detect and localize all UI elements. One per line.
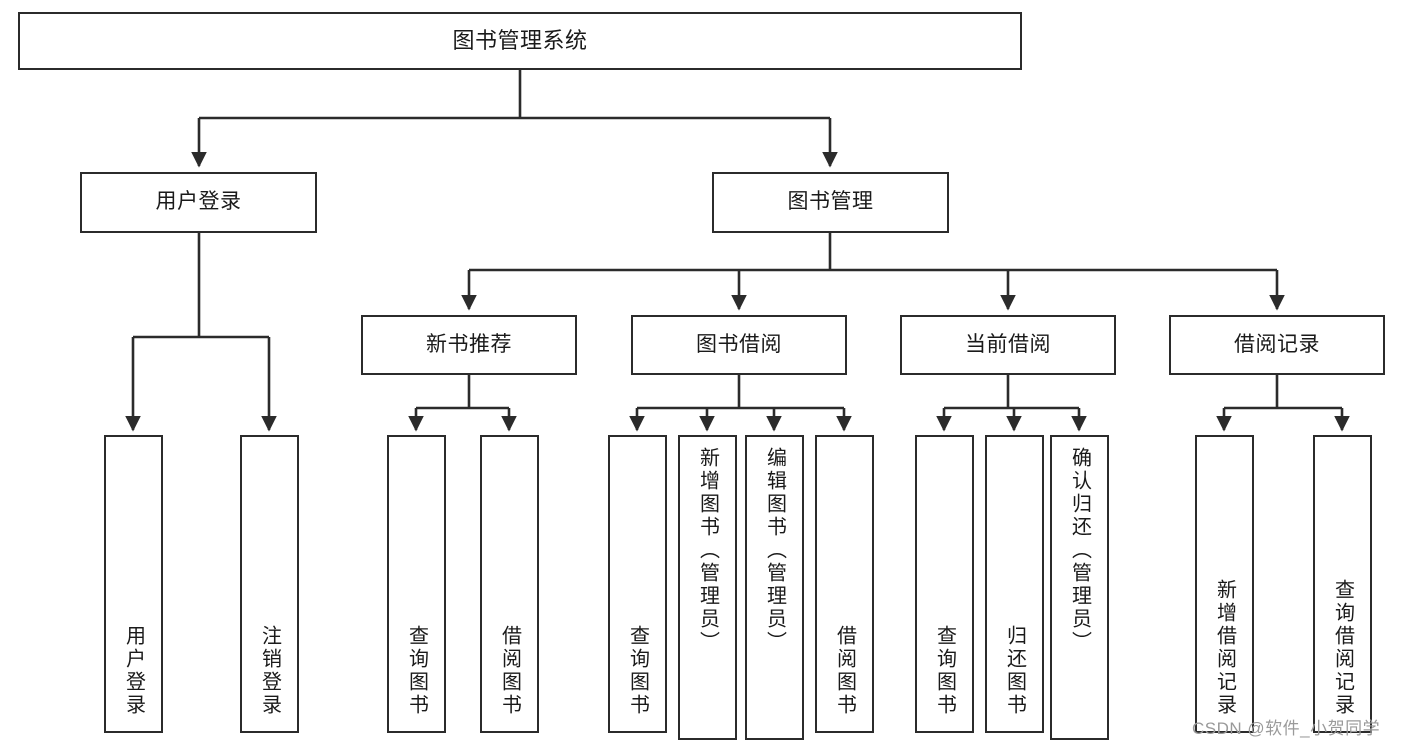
node-leaf-add-book-label: 新增图书（管理员）: [696, 447, 719, 654]
node-current-borrow-label: 当前借阅: [965, 332, 1051, 356]
node-leaf-edit-book[interactable]: 编辑图书（管理员）: [745, 435, 804, 740]
node-book-manage-label: 图书管理: [787, 190, 874, 214]
node-leaf-confirm-return[interactable]: 确认归还（管理员）: [1050, 435, 1109, 740]
node-leaf-query-book-3[interactable]: 查询图书: [915, 435, 974, 733]
node-leaf-query-book-2-label: 查询图书: [626, 625, 649, 717]
node-leaf-add-record[interactable]: 新增借阅记录: [1195, 435, 1254, 733]
node-leaf-edit-book-label: 编辑图书（管理员）: [763, 447, 786, 654]
node-leaf-user-login-label: 用户登录: [122, 625, 145, 717]
node-book-borrow-label: 图书借阅: [696, 332, 782, 356]
node-root[interactable]: 图书管理系统: [18, 12, 1022, 70]
node-user-login-label: 用户登录: [155, 190, 242, 214]
node-new-book-recommend[interactable]: 新书推荐: [361, 315, 577, 375]
node-leaf-query-book-1[interactable]: 查询图书: [387, 435, 446, 733]
node-book-borrow[interactable]: 图书借阅: [631, 315, 847, 375]
node-leaf-query-record-label: 查询借阅记录: [1331, 579, 1354, 717]
node-leaf-borrow-book-2-label: 借阅图书: [833, 625, 856, 717]
node-root-label: 图书管理系统: [452, 28, 588, 54]
node-leaf-logout-login-label: 注销登录: [258, 625, 281, 717]
node-leaf-logout-login[interactable]: 注销登录: [240, 435, 299, 733]
node-current-borrow[interactable]: 当前借阅: [900, 315, 1116, 375]
node-new-book-recommend-label: 新书推荐: [426, 332, 512, 356]
node-leaf-add-record-label: 新增借阅记录: [1213, 579, 1236, 717]
node-book-manage[interactable]: 图书管理: [712, 172, 949, 233]
node-leaf-query-book-3-label: 查询图书: [933, 625, 956, 717]
node-borrow-record[interactable]: 借阅记录: [1169, 315, 1385, 375]
node-leaf-query-record[interactable]: 查询借阅记录: [1313, 435, 1372, 733]
node-leaf-borrow-book-1[interactable]: 借阅图书: [480, 435, 539, 733]
node-leaf-return-book-label: 归还图书: [1003, 625, 1026, 717]
node-leaf-query-book-1-label: 查询图书: [405, 625, 428, 717]
csdn-watermark: CSDN @软件_小贺同学: [1192, 719, 1381, 738]
node-leaf-user-login[interactable]: 用户登录: [104, 435, 163, 733]
node-leaf-add-book[interactable]: 新增图书（管理员）: [678, 435, 737, 740]
node-leaf-borrow-book-1-label: 借阅图书: [498, 625, 521, 717]
node-user-login[interactable]: 用户登录: [80, 172, 317, 233]
node-leaf-borrow-book-2[interactable]: 借阅图书: [815, 435, 874, 733]
node-leaf-return-book[interactable]: 归还图书: [985, 435, 1044, 733]
node-leaf-confirm-return-label: 确认归还（管理员）: [1068, 447, 1091, 654]
node-borrow-record-label: 借阅记录: [1234, 332, 1320, 356]
node-leaf-query-book-2[interactable]: 查询图书: [608, 435, 667, 733]
